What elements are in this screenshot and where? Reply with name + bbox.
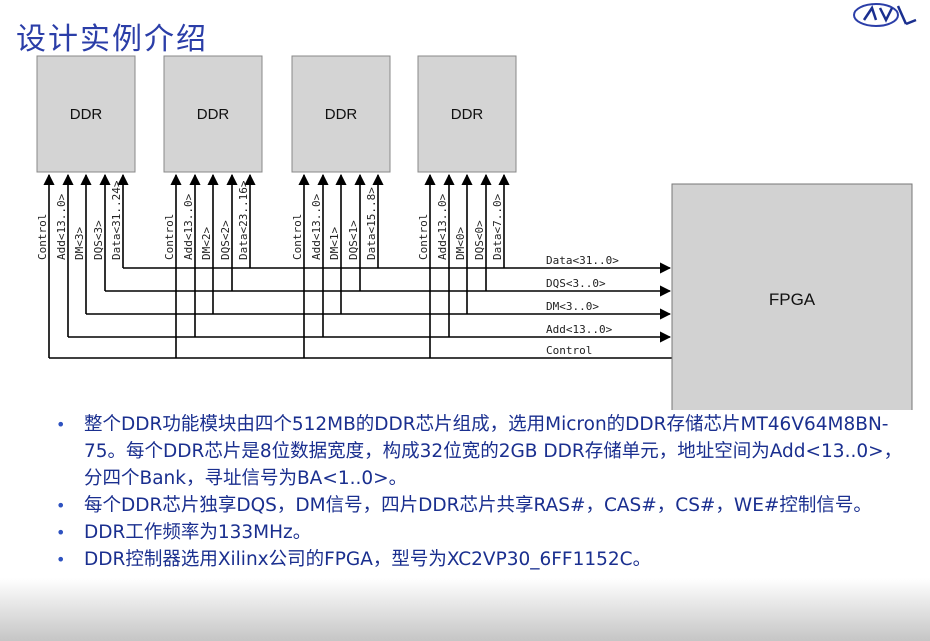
ddr-chip-box <box>417 55 517 173</box>
pin-signal-label: Data<7..0> <box>491 193 504 260</box>
pin-signal-label: Data<23..16> <box>237 180 250 260</box>
pin-signal-label: DQS<2> <box>219 220 232 260</box>
bullet-item: • DDR控制器选用Xilinx公司的FPGA，型号为XC2VP30_6FF115… <box>56 546 916 573</box>
bullet-text: DDR控制器选用Xilinx公司的FPGA，型号为XC2VP30_6FF1152… <box>84 549 652 570</box>
pin-signal-label: DQS<0> <box>473 220 486 260</box>
bus-label: DQS<3..0> <box>546 277 606 290</box>
fpga-label: FPGA <box>769 290 816 309</box>
ddr-chip-box <box>36 55 136 173</box>
bullet-item: • DDR工作频率为133MHz。 <box>56 519 916 546</box>
bullet-dot-icon: • <box>56 523 66 542</box>
bullet-text: 整个DDR功能模块由四个512MB的DDR芯片组成，选用Micron的DDR存储… <box>84 414 903 489</box>
pin-signal-label: Data<31..24> <box>110 180 123 260</box>
bus-label: Data<31..0> <box>546 254 619 267</box>
pin-signal-label: DM<1> <box>328 227 341 260</box>
bullet-text: DDR工作频率为133MHz。 <box>84 522 312 543</box>
pin-signal-label: Control <box>291 214 304 260</box>
pin-signal-label: DQS<1> <box>347 220 360 260</box>
bullet-item: • 整个DDR功能模块由四个512MB的DDR芯片组成，选用Micron的DDR存… <box>56 411 916 492</box>
pin-signal-label: Add<13..0> <box>182 193 195 260</box>
ddr-chip-box <box>163 55 263 173</box>
page-title: 设计实例介绍 <box>16 22 208 57</box>
pin-signal-label: Add<13..0> <box>436 193 449 260</box>
bullet-list: • 整个DDR功能模块由四个512MB的DDR芯片组成，选用Micron的DDR存… <box>56 411 916 573</box>
bus-label: Control <box>546 344 592 357</box>
pin-signal-label: Control <box>36 214 49 260</box>
pin-signal-label: Add<13..0> <box>310 193 323 260</box>
bullet-dot-icon: • <box>56 415 66 434</box>
bottom-shade <box>0 578 930 641</box>
ddr-chip-label: DDR <box>451 106 484 123</box>
ddr-chip-box <box>291 55 391 173</box>
bullet-dot-icon: • <box>56 550 66 569</box>
bullet-item: • 每个DDR芯片独享DQS，DM信号，四片DDR芯片共享RAS#，CAS#，CS… <box>56 492 916 519</box>
pin-signal-label: DM<2> <box>200 227 213 260</box>
logo-icon <box>853 3 917 27</box>
pin-signal-label: DQS<3> <box>92 220 105 260</box>
pin-signal-label: Control <box>417 214 430 260</box>
fpga-box <box>671 183 913 410</box>
pin-signal-label: Control <box>163 214 176 260</box>
pin-signal-label: Data<15..8> <box>365 187 378 260</box>
pin-signal-label: DM<3> <box>73 227 86 260</box>
ddr-chip-label: DDR <box>325 106 358 123</box>
ddr-chip-label: DDR <box>70 106 103 123</box>
bus-label: Add<13..0> <box>546 323 613 336</box>
pin-signal-label: Add<13..0> <box>55 193 68 260</box>
pin-signal-label: DM<0> <box>454 227 467 260</box>
bus-label: DM<3..0> <box>546 300 599 313</box>
bullet-text: 每个DDR芯片独享DQS，DM信号，四片DDR芯片共享RAS#，CAS#，CS#… <box>84 495 872 516</box>
ddr-chip-label: DDR <box>197 106 230 123</box>
bullet-dot-icon: • <box>56 496 66 515</box>
